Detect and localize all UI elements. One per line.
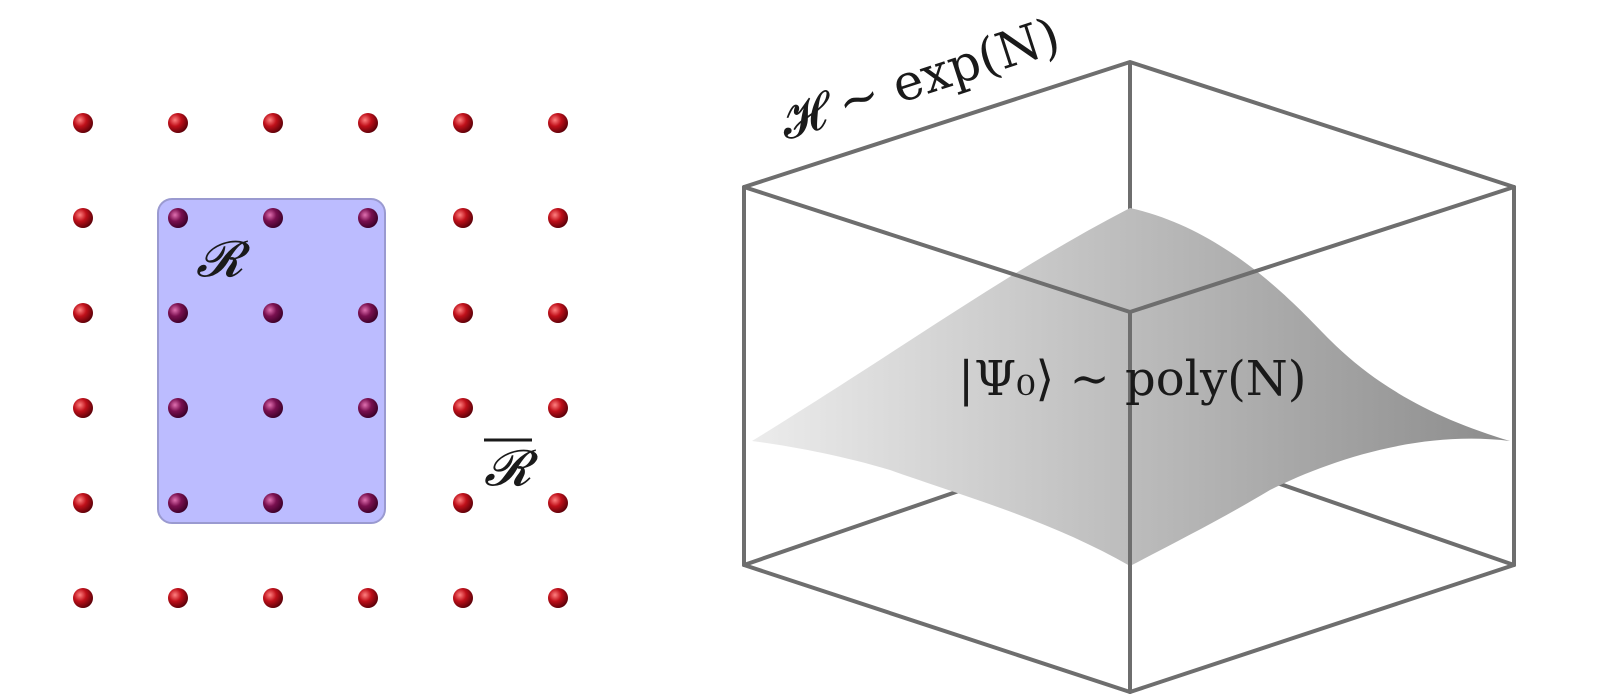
lattice-site <box>453 398 473 418</box>
complement-label: 𝓡 <box>484 438 539 497</box>
region-lattice-site <box>263 303 283 323</box>
lattice-site <box>73 303 93 323</box>
region-lattice-site <box>358 398 378 418</box>
lattice-site <box>73 588 93 608</box>
region-lattice-site <box>358 208 378 228</box>
lattice-site <box>453 493 473 513</box>
region-label: 𝓡 <box>196 230 251 288</box>
lattice-site <box>73 493 93 513</box>
subsystem-region <box>157 198 386 524</box>
complement-label-text: 𝓡 <box>484 439 539 497</box>
lattice-site <box>73 208 93 228</box>
box-edge <box>1128 563 1516 694</box>
region-lattice-site <box>168 208 188 228</box>
lattice-site <box>548 208 568 228</box>
ground-state-label: |Ψ₀⟩ ∼ poly(N) <box>958 351 1307 407</box>
lattice-site <box>168 113 188 133</box>
lattice-site <box>358 588 378 608</box>
lattice-site <box>453 303 473 323</box>
region-lattice-site <box>358 303 378 323</box>
lattice-site <box>453 588 473 608</box>
lattice-site <box>73 113 93 133</box>
region-lattice-site <box>168 398 188 418</box>
region-lattice-site <box>263 208 283 228</box>
region-lattice-site <box>358 493 378 513</box>
lattice-site <box>263 113 283 133</box>
region-lattice-site <box>263 493 283 513</box>
lattice-site <box>73 398 93 418</box>
region-lattice-site <box>168 303 188 323</box>
lattice-site <box>548 493 568 513</box>
box-front-edges <box>742 60 1516 694</box>
hilbert-space-panel: 𝓗 ∼ exp(N) |Ψ₀⟩ ∼ poly(N) <box>742 6 1516 694</box>
lattice-panel: 𝓡 𝓡 <box>73 113 568 608</box>
lattice-site <box>453 113 473 133</box>
box-edge <box>742 563 1132 694</box>
lattice-site <box>358 113 378 133</box>
lattice-sites <box>73 113 568 608</box>
lattice-site <box>168 588 188 608</box>
lattice-site <box>453 208 473 228</box>
lattice-site <box>263 588 283 608</box>
lattice-site <box>548 398 568 418</box>
lattice-site <box>548 588 568 608</box>
region-lattice-site <box>263 398 283 418</box>
lattice-site <box>548 303 568 323</box>
region-lattice-site <box>168 493 188 513</box>
lattice-site <box>548 113 568 133</box>
